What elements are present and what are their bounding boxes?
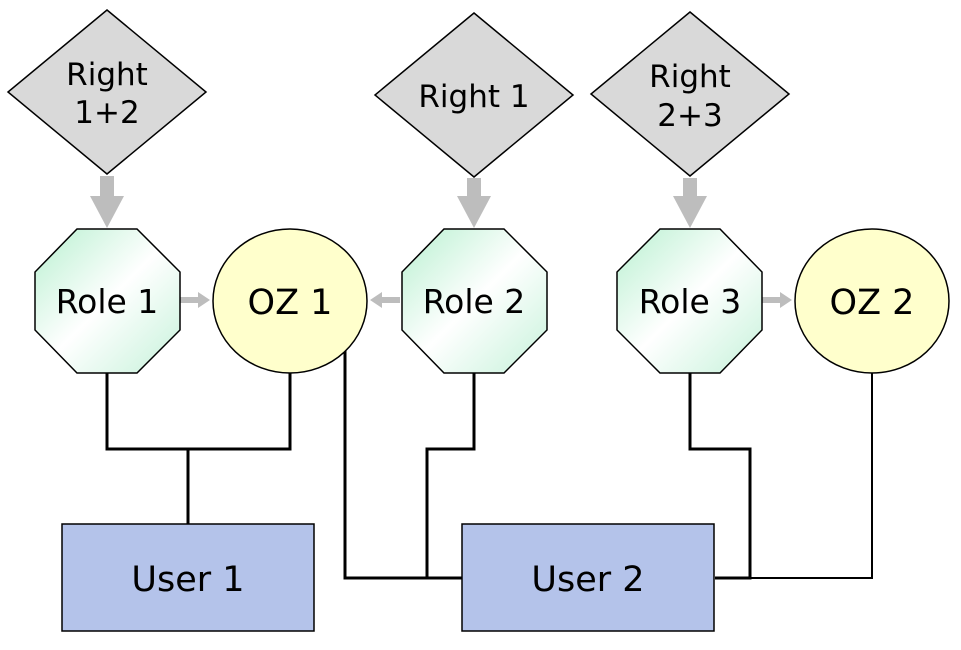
diamond-shape: [373, 12, 575, 178]
diamond-shape: [589, 11, 791, 177]
connector-role1-user1: [105, 372, 190, 524]
user-2-node: User 2: [461, 523, 715, 632]
octagon-shape: [401, 228, 548, 374]
arrow-right23-to-role3: [673, 178, 707, 228]
role-zone-arrows: [180, 292, 792, 308]
role-2-label: Role 2: [423, 282, 526, 321]
right-arrows: [90, 176, 707, 228]
role-3-label: Role 3: [639, 282, 742, 321]
connector-oz1-user1: [188, 372, 292, 451]
role-1-node: Role 1: [34, 228, 181, 374]
right-2-3-node: Right 2+3: [589, 11, 791, 177]
connector-oz2-user2: [715, 372, 873, 579]
oz-1-node: OZ 1: [212, 228, 368, 374]
right-2-3-label-line2: 2+3: [657, 98, 722, 134]
role-3-node: Role 3: [616, 228, 763, 374]
user-2-label: User 2: [531, 560, 644, 600]
octagon-shape: [34, 228, 181, 374]
connector-role2-user2: [425, 372, 476, 578]
right-1-2-label-line1: Right: [66, 57, 148, 93]
arrow-right12-to-role1: [90, 176, 124, 228]
diamond-shape: [6, 9, 208, 175]
connector-oz1-user2: [343, 350, 462, 580]
connector-lines: [105, 350, 873, 580]
rect-shape: [461, 523, 715, 632]
right-1-label: Right 1: [418, 79, 529, 115]
user-1-node: User 1: [61, 523, 315, 632]
arrow-role2-to-oz1: [370, 292, 400, 308]
rect-shape: [61, 523, 315, 632]
role-2-node: Role 2: [401, 228, 548, 374]
arrow-role1-to-oz1: [180, 292, 210, 308]
right-1-2-node: Right 1+2: [6, 9, 208, 175]
oz-1-label: OZ 1: [248, 283, 333, 323]
user-1-label: User 1: [131, 560, 244, 600]
oz-2-node: OZ 2: [794, 228, 950, 374]
right-1-2-label-line2: 1+2: [74, 95, 139, 131]
circle-shape: [212, 228, 368, 374]
circle-shape: [794, 228, 950, 374]
right-1-node: Right 1: [373, 12, 575, 178]
role-1-label: Role 1: [56, 282, 159, 321]
octagon-shape: [616, 228, 763, 374]
right-2-3-label-line1: Right: [649, 59, 731, 95]
arrow-right1-to-role2: [457, 178, 491, 228]
arrow-role3-to-oz2: [762, 292, 792, 308]
oz-2-label: OZ 2: [830, 283, 915, 323]
